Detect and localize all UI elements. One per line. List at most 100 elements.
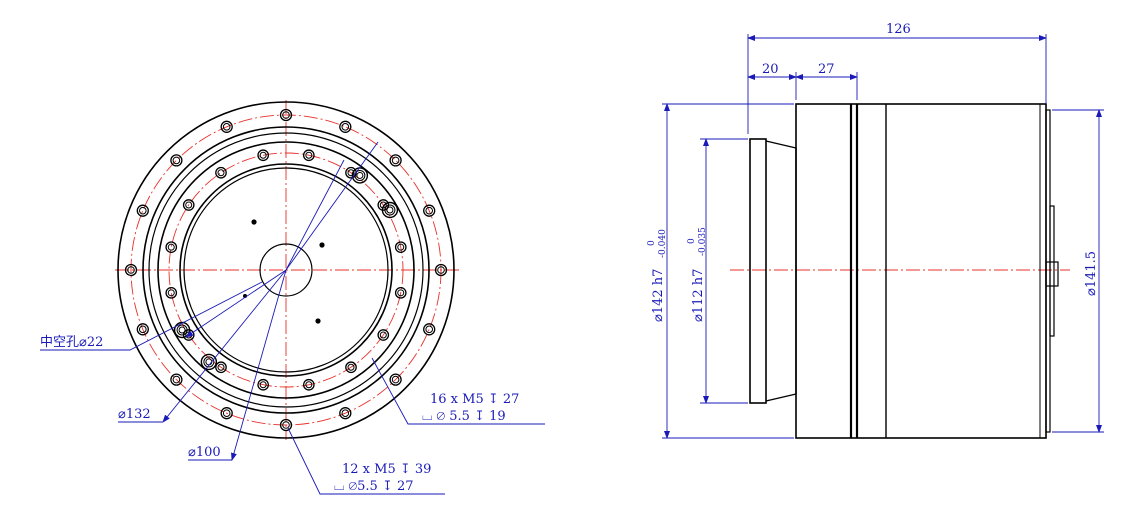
counterbore-hole [176,324,188,336]
outer-bolt-hole-inner [425,325,434,334]
outer-bolt-hole-inner [127,266,135,274]
inner-bolt-hole-inner [397,289,405,297]
inner-bolt-holes [165,149,407,391]
side-view: 126 20 27 ⌀142 h7 0 -0.040 ⌀112 h7 0 -0.… [647,22,1104,439]
inner-bolt-hole [165,286,178,299]
output-ring-inner [179,163,393,377]
counterbore-hole [203,356,215,368]
hollow-hole-label: 中空孔⌀22 [40,335,103,350]
inner-bolt-hole [345,361,357,374]
outer-bolt-hole [339,407,352,420]
leader-hollow [40,281,263,351]
leader-line [285,159,345,271]
leader-line [162,269,287,423]
outer-bolt-hole [389,154,402,167]
inner-bolt-hole-inner [347,169,355,177]
inner-bolt-hole [165,241,178,254]
inner-bolt-hole [257,149,270,162]
outer-bolt-hole-inner [391,156,400,165]
outer-bolt-hole-inner [425,206,434,215]
face-pin-hole [319,242,325,248]
dia-112-upper-tol: 0 [687,238,697,244]
dia-142-label: ⌀142 h7 [651,269,666,322]
outer-bolt-hole-inner [341,409,350,418]
inner-bolt-hole-inner [379,331,387,339]
counterbore-hole [381,201,399,219]
outer-bolt-hole-inner [437,266,445,274]
outer-bolt-hole [124,263,138,277]
counterbore-hole [356,171,364,179]
counterbore-hole [205,358,213,366]
flange-step-circle [142,126,430,414]
leader-thread12 [287,427,445,495]
outer-bolt-hole [136,204,149,217]
dim-27-label: 27 [818,62,835,77]
outer-bolt-hole [389,373,402,386]
inner-bolt-hole [394,241,407,254]
thread-12-line2: ⌴ ⌀5.5 ↧ 27 [334,479,414,494]
outer-bolt-hole [423,204,436,217]
thread-16-line1: 16 x M5 ↧ 27 [430,392,519,407]
inner-bolt-hole-inner [217,169,225,177]
thread-12-line1: 12 x M5 ↧ 39 [342,462,431,477]
outer-bolt-hole-inner [138,206,147,215]
inner-bolt-hole-inner [305,151,313,159]
outer-bolt-circle [130,114,442,426]
dia-100-label: ⌀100 [188,445,221,460]
outer-bolt-hole [339,120,352,133]
flange-inner-edge [148,132,424,408]
rear-connector [1045,261,1059,287]
dim-20-label: 20 [762,62,779,77]
dia-112-label: ⌀112 h7 [691,269,706,322]
inner-bolt-hole [182,199,195,211]
outer-bolt-hole [170,373,183,386]
inner-bolt-hole-inner [259,151,267,159]
inner-bolt-hole [215,361,227,374]
outer-flange-circle [117,101,455,439]
dia-112-lower-tol: -0.035 [698,227,708,256]
outer-bolt-hole [279,108,293,122]
outer-bolt-hole-inner [222,122,231,131]
flange-step [765,140,797,402]
outer-bolt-hole [220,407,233,420]
counterbore-hole [178,326,186,334]
leader-thread16 [371,357,545,425]
output-ring-outer [157,141,415,399]
dia-132-label: ⌀132 [118,407,151,422]
outer-bolt-hole-inner [282,111,290,119]
outer-bolt-hole-inner [138,325,147,334]
hollow-hole-circle [259,243,313,297]
leader-line [285,141,379,271]
counterbore-hole [354,169,366,181]
inner-bolt-hole-inner [217,363,225,371]
rear-encoder [1049,205,1055,337]
outer-bolt-hole [136,323,149,336]
inner-bolt-hole-inner [259,381,267,389]
leader-line [185,269,287,338]
dia-141-5-label: ⌀141.5 [1084,251,1099,296]
outer-bolt-hole [279,418,293,432]
counterbore-hole [384,204,396,216]
thread-16-line2: ⌴ ⌀ 5.5 ↧ 19 [422,409,506,424]
outer-bolt-hole-inner [282,421,290,429]
inner-bolt-hole-inner [167,289,175,297]
counterbore-hole [386,206,394,214]
inner-bolt-hole-inner [397,243,405,251]
motor-body [795,103,1047,439]
outer-bolt-hole-inner [341,122,350,131]
outer-bolt-hole [423,323,436,336]
counterbore-hole [173,321,191,339]
outer-bolt-holes [124,108,448,432]
inner-bolt-hole-inner [347,363,355,371]
face-pin-hole [315,318,321,324]
face-pin-hole [251,219,257,225]
front-view: 中空孔⌀22 ⌀132 ⌀100 16 x M5 ↧ 27 ⌴ ⌀ 5.5 ↧ … [40,100,545,495]
outer-bolt-hole [220,120,233,133]
inner-bolt-hole-inner [305,381,313,389]
inner-bolt-hole [394,286,407,299]
outer-bolt-hole-inner [391,375,400,384]
inner-bolt-circle [168,152,404,388]
leader-line [231,269,287,461]
dia-142-upper-tol: 0 [647,240,657,246]
